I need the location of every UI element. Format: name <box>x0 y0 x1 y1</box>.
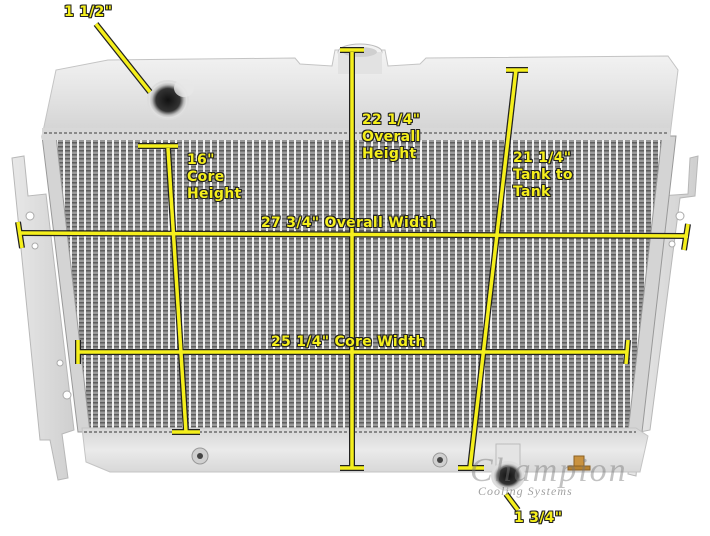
inlet-size-label: 1 1/2" <box>64 4 112 21</box>
outlet-size-label: 1 3/4" <box>514 510 562 527</box>
tank-to-tank-text-2: Tank <box>513 184 551 200</box>
overall-height-text-1: Overall <box>362 129 421 145</box>
overall-height-value: 22 1/4" <box>362 112 421 128</box>
dimension-lines-fill <box>16 22 690 512</box>
outlet-fitting <box>491 443 525 491</box>
core-width-label: 25 1/4" Core Width <box>271 334 426 351</box>
core-height-value: 16" <box>187 152 215 168</box>
radiator-core <box>41 135 677 433</box>
core-height-text-2: Height <box>187 186 242 202</box>
brand-sub-watermark: Cooling Systems <box>478 484 573 498</box>
overall-height-text-2: Height <box>362 146 417 162</box>
left-mounting-bracket <box>11 155 75 481</box>
overall-width-label: 27 3/4" Overall Width <box>261 215 437 232</box>
inlet-fitting <box>147 79 194 120</box>
drain-petcock-icon <box>567 455 591 471</box>
tank-to-tank-text-1: Tank to <box>513 167 573 183</box>
outlet-size-value: 1 3/4" <box>514 510 563 526</box>
brand-watermark: Champion <box>470 452 628 489</box>
overall-height-label: 22 1/4" Overall Height <box>362 112 421 163</box>
overall-width-value: 27 3/4" Overall Width <box>261 215 437 231</box>
tank-to-tank-label: 21 1/4" Tank to Tank <box>513 150 573 201</box>
core-width-value: 25 1/4" Core Width <box>271 334 426 350</box>
inlet-size-value: 1 1/2" <box>64 4 113 20</box>
tank-to-tank-value: 21 1/4" <box>513 150 572 166</box>
core-height-text-1: Core <box>187 169 225 185</box>
core-height-label: 16" Core Height <box>187 152 242 203</box>
